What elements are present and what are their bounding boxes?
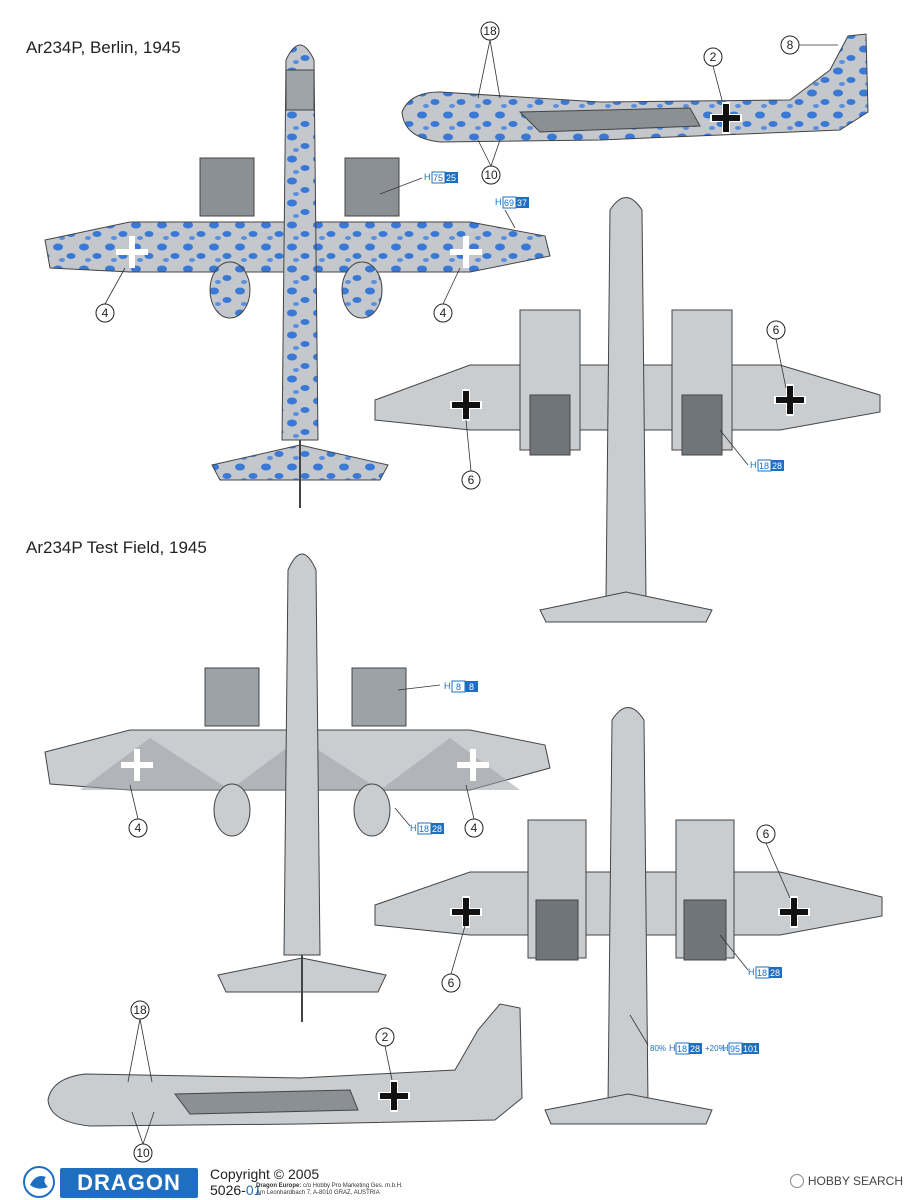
- svg-text:28: 28: [770, 968, 780, 978]
- section-title-test-field: Ar234P Test Field, 1945: [26, 538, 207, 557]
- berlin-top-view: [44, 44, 551, 508]
- svg-text:H: H: [424, 172, 431, 182]
- callout-testfield-4-left: 4: [128, 818, 148, 838]
- svg-text:H: H: [410, 823, 417, 833]
- callout-berlin-4-left: 4: [95, 303, 115, 323]
- svg-text:2: 2: [382, 1030, 389, 1044]
- svg-text:69: 69: [504, 198, 514, 208]
- svg-text:8: 8: [787, 38, 794, 52]
- svg-text:95: 95: [730, 1044, 740, 1054]
- callout-testfield-10: 10: [133, 1143, 153, 1163]
- paint-ref-75-25: H 75 25: [424, 171, 458, 184]
- svg-text:H: H: [495, 197, 502, 207]
- svg-text:80%: 80%: [650, 1044, 666, 1053]
- section-title-berlin: Ar234P, Berlin, 1945: [26, 38, 181, 57]
- svg-text:28: 28: [772, 461, 782, 471]
- address-line2: Am Leonhardbach 7, A-8010 GRAZ, AUSTRIA: [256, 1190, 380, 1196]
- paint-ref-8-8: H 8 8: [444, 680, 478, 693]
- svg-text:6: 6: [763, 827, 770, 841]
- svg-text:75: 75: [433, 173, 443, 183]
- hobby-search-watermark: HOBBY SEARCH: [789, 1174, 903, 1188]
- callout-berlin-6-left: 6: [461, 470, 481, 490]
- svg-text:18: 18: [757, 968, 767, 978]
- svg-text:18: 18: [419, 824, 429, 834]
- callout-berlin-2: 2: [703, 47, 723, 67]
- callout-testfield-6-left: 6: [441, 973, 461, 993]
- callout-testfield-18: 18: [130, 1000, 150, 1020]
- copyright-text: Copyright © 2005: [210, 1166, 320, 1182]
- svg-text:4: 4: [471, 821, 478, 835]
- svg-text:2: 2: [710, 50, 717, 64]
- paint-mix-reference: 80% H 18 28 +20% H 95 101: [650, 1042, 759, 1055]
- paint-ref-18-28-berlin: H 18 28: [750, 459, 784, 472]
- svg-text:10: 10: [484, 168, 498, 182]
- svg-text:101: 101: [743, 1044, 758, 1054]
- product-code: 5026-01: [210, 1182, 261, 1198]
- svg-text:25: 25: [446, 173, 456, 183]
- testfield-side-view: [47, 1003, 523, 1127]
- callout-berlin-10: 10: [481, 165, 501, 185]
- paint-ref-18-28-testfield-top: H 18 28: [410, 822, 444, 835]
- svg-text:6: 6: [773, 323, 780, 337]
- callout-berlin-8: 8: [780, 35, 800, 55]
- dragon-emblem-icon: [23, 1166, 55, 1198]
- address-line1: c/o Hobby Pro Marketing Ges. m.b.H.: [301, 1183, 403, 1189]
- callout-testfield-4-right: 4: [464, 818, 484, 838]
- svg-text:8: 8: [456, 682, 461, 692]
- callout-berlin-6-right: 6: [766, 320, 786, 340]
- svg-text:8: 8: [469, 682, 474, 692]
- callout-testfield-2: 2: [375, 1027, 395, 1047]
- svg-text:18: 18: [133, 1003, 147, 1017]
- product-code-suffix: 01: [245, 1182, 262, 1198]
- paint-ref-18-28-testfield-bottom: H 18 28: [748, 966, 782, 979]
- svg-text:18: 18: [759, 461, 769, 471]
- callout-berlin-4-right: 4: [433, 303, 453, 323]
- svg-text:28: 28: [690, 1044, 700, 1054]
- callout-berlin-18: 18: [480, 21, 500, 41]
- svg-text:4: 4: [135, 821, 142, 835]
- address-company: Dragon Europe:: [256, 1183, 302, 1189]
- berlin-side-view: [401, 33, 869, 143]
- svg-text:H: H: [750, 460, 757, 470]
- testfield-bottom-view: [374, 707, 883, 1125]
- svg-text:4: 4: [440, 306, 447, 320]
- svg-text:18: 18: [483, 24, 497, 38]
- manufacturer-address: Dragon Europe: c/o Hobby Pro Marketing G…: [256, 1183, 403, 1197]
- paint-ref-69-37: H 69 37: [495, 196, 529, 209]
- svg-text:H: H: [444, 681, 451, 691]
- svg-text:4: 4: [102, 306, 109, 320]
- svg-text:37: 37: [517, 198, 527, 208]
- hobby-search-logo-icon: [789, 1174, 804, 1188]
- leader-lines: [104, 39, 838, 1145]
- svg-text:10: 10: [136, 1146, 150, 1160]
- svg-text:+20%: +20%: [705, 1044, 726, 1053]
- svg-text:H: H: [722, 1043, 729, 1053]
- dragon-logo: DRAGON: [60, 1168, 198, 1198]
- testfield-top-view: [44, 553, 551, 1022]
- svg-text:6: 6: [468, 473, 475, 487]
- watermark-text: HOBBY SEARCH: [807, 1174, 903, 1188]
- product-code-main: 5026-: [210, 1182, 246, 1198]
- svg-text:18: 18: [677, 1044, 687, 1054]
- svg-text:6: 6: [448, 976, 455, 990]
- callout-testfield-6-right: 6: [756, 824, 776, 844]
- svg-text:H: H: [669, 1043, 676, 1053]
- berlin-bottom-view: [374, 197, 881, 623]
- svg-text:H: H: [748, 967, 755, 977]
- svg-text:28: 28: [432, 824, 442, 834]
